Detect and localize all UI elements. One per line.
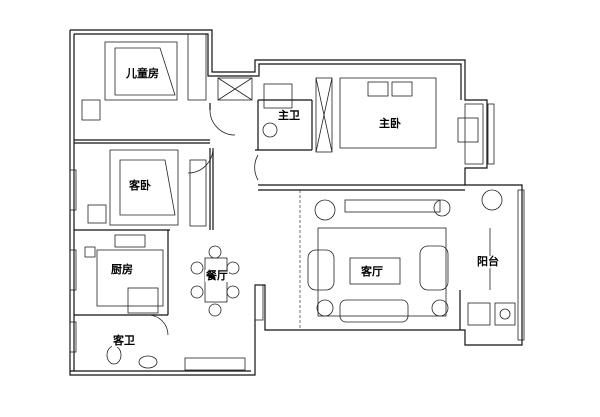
plant [314, 199, 336, 221]
room-label-balcony: 阳台 [476, 255, 500, 268]
armchair-left [307, 249, 335, 291]
room-label-master-bath: 主卫 [277, 109, 301, 122]
room-label-kitchen: 厨房 [110, 263, 134, 276]
room-label-guest-bedroom: 客卧 [128, 179, 152, 192]
armchair-right [419, 245, 449, 291]
furniture [81, 41, 516, 371]
room-label-kids-room: 儿童房 [125, 67, 160, 80]
room-label-dining-room: 餐厅 [205, 269, 229, 282]
windows [69, 33, 525, 353]
kids-bed [104, 41, 178, 101]
room-label-guest-bath: 客卫 [112, 334, 136, 347]
kitchen-counter [96, 249, 164, 307]
toilet [263, 83, 293, 109]
guest-bed [109, 149, 179, 226]
tv-cabinet [344, 199, 441, 213]
sofa [339, 299, 409, 323]
room-label-living-room: 客厅 [360, 265, 384, 278]
living-rug [317, 227, 447, 317]
walls [69, 29, 523, 376]
master-bed [339, 77, 437, 149]
coffee-table [349, 257, 401, 285]
guest-toilet [106, 345, 122, 365]
room-label-master-bedroom: 主卧 [378, 117, 402, 130]
doors [147, 109, 301, 336]
balcony-plants [481, 189, 503, 211]
washbasin [262, 122, 278, 138]
